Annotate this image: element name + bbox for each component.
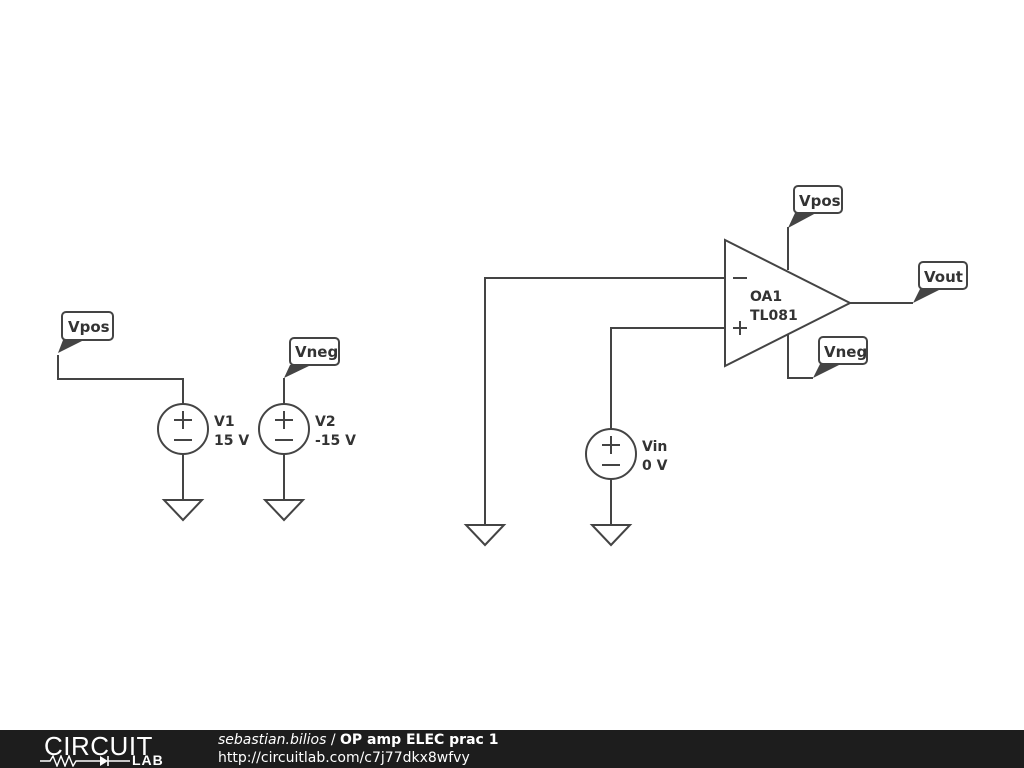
vneg-tag-left[interactable]: Vneg [284,337,340,378]
opamp-part-label: TL081 [750,308,798,324]
author-link[interactable]: sebastian.bilios [218,732,327,748]
v1-name-label: V1 [214,414,235,430]
logo-circuit-text: CIRCUIT [44,731,153,761]
opamp-triangle [724,238,853,368]
vin-ground-icon [589,524,633,547]
inverting-input-wire [484,277,725,525]
non-inverting-input-wire [610,327,725,429]
inverting-ground-icon [463,524,507,547]
circuit-title-link[interactable]: OP amp ELEC prac 1 [340,732,499,748]
vout-tag-label: Vout [924,268,963,286]
resistor-diode-icon [40,755,130,767]
vin-name-label: Vin [642,439,667,455]
v1-value-label: 15 V [214,433,249,449]
vpos-tag-left-pointer [58,340,84,353]
v1-top-wire [57,355,184,404]
vneg-tag-opamp-pointer [813,364,841,378]
vout-tag[interactable]: Vout [913,261,968,303]
v1-source[interactable]: V1 15 V [57,355,249,522]
vpos-tag-opamp[interactable]: Vpos [788,185,843,228]
vpos-tag-opamp-label: Vpos [799,192,841,210]
vneg-tag-left-label: Vneg [295,343,338,361]
circuitlab-logo[interactable]: CIRCUIT LAB [36,731,186,768]
vout-tag-pointer [913,289,941,303]
schematic-canvas: V1 15 V Vpos V2 -15 V Vneg Vin 0 [57,185,968,547]
vneg-tag-opamp-box [818,336,868,365]
vpos-tag-left[interactable]: Vpos [58,311,114,353]
footer-title-line: sebastian.bilios / OP amp ELEC prac 1 [218,731,498,749]
vpos-tag-opamp-box [793,185,843,214]
vin-value-label: 0 V [642,458,668,474]
v2-value-label: -15 V [315,433,356,449]
vpos-tag-left-box [61,311,114,341]
vin-source[interactable]: Vin 0 V [585,327,725,547]
vneg-tag-left-pointer [284,365,311,378]
v2-name-label: V2 [315,414,336,430]
vpos-tag-left-label: Vpos [68,318,110,336]
logo-lab-text: LAB [132,752,164,768]
v1-ground-icon [161,499,205,522]
circuit-url-link[interactable]: http://circuitlab.com/c7j77dkx8wfvy [218,750,470,766]
title-separator: / [326,732,340,748]
v2-ground-icon [262,499,306,522]
opamp-name-label: OA1 [750,289,782,305]
footer-bar: CIRCUIT LAB sebastian.bilios / OP amp EL… [0,730,1024,768]
vneg-tag-left-box [289,337,340,366]
vneg-tag-opamp-label: Vneg [824,343,867,361]
opamp-vneg-wire [787,335,813,379]
opamp-oa1[interactable]: OA1 TL081 [724,227,913,379]
vpos-tag-opamp-pointer [788,213,816,228]
v2-source[interactable]: V2 -15 V [258,378,356,522]
footer-info: sebastian.bilios / OP amp ELEC prac 1 ht… [218,731,498,767]
vout-tag-box [918,261,968,290]
vneg-tag-opamp[interactable]: Vneg [813,336,868,378]
